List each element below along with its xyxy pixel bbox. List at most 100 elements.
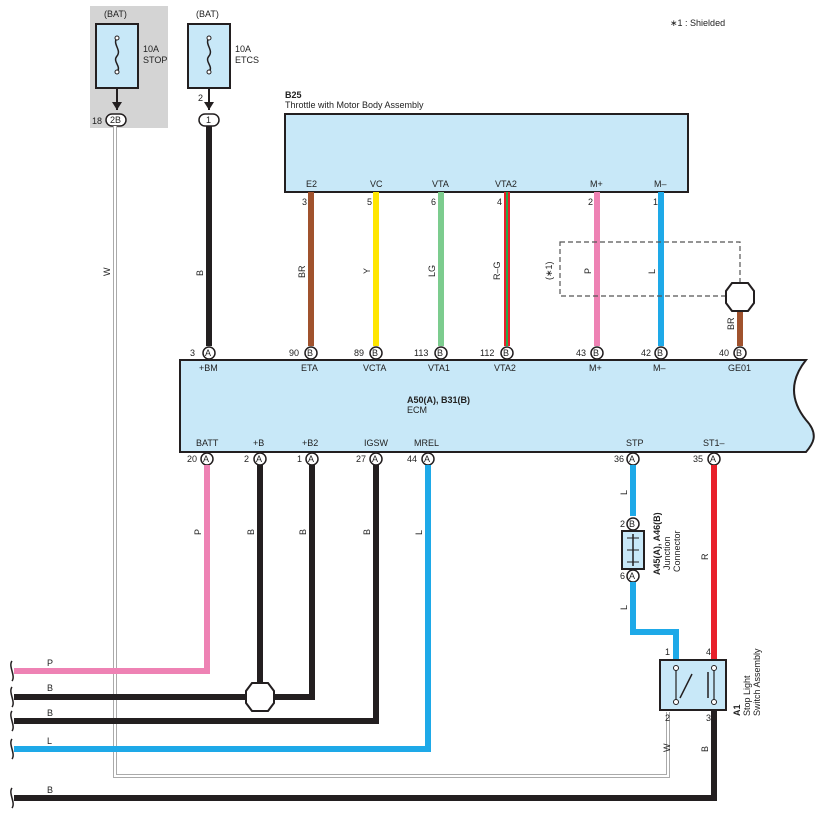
wire-st1-color: R xyxy=(700,553,710,560)
throttle-body-box xyxy=(284,113,689,193)
ecm-bot-name-4: MREL xyxy=(414,438,439,448)
ecm-top-pinnum-0: 3 xyxy=(190,348,195,358)
ecm-top-pinnum-4: 112 xyxy=(480,348,494,358)
ecm-top-name-3: VTA1 xyxy=(428,363,450,373)
ecm-bot-name-2: +B2 xyxy=(302,438,318,448)
ecm-top-name-6: M– xyxy=(653,363,666,373)
junction-name: Junction xyxy=(662,536,672,570)
throttle-pinnum-mminus: 1 xyxy=(653,197,658,207)
wire-igsw-color: B xyxy=(362,529,372,535)
ecm-top-name-7: GE01 xyxy=(728,363,751,373)
stop-fuse-source: (BAT) xyxy=(104,9,127,19)
ecm-bot-conn-3: A xyxy=(372,454,378,464)
wire-stp-upper-color: L xyxy=(619,490,629,495)
wire-igsw xyxy=(14,465,379,724)
etcs-fuse-rating: 10A xyxy=(235,44,251,54)
stop-fuse-symbol xyxy=(114,37,120,73)
wire-etcs-color: B xyxy=(195,270,205,276)
ecm-bot-conn-0: A xyxy=(203,454,209,464)
wire-vta2-color: R–G xyxy=(492,261,502,280)
etcs-fuse-conn-label: 1 xyxy=(206,115,211,125)
throttle-pin-vta2: VTA2 xyxy=(495,179,517,189)
ecm-bot-pinnum-0: 20 xyxy=(187,454,197,464)
ecm-top-pinnum-2: 89 xyxy=(354,348,364,358)
shield-ground-octagon xyxy=(725,282,755,312)
ecm-bottom-pins: 20 A 2 A 1 A 27 A 44 A 36 A 35 A xyxy=(187,452,721,466)
ecm-bot-name-6: ST1– xyxy=(703,438,725,448)
junction-name2: Connector xyxy=(672,530,682,572)
throttle-pinnum-e2: 3 xyxy=(302,197,307,207)
throttle-pin-vta: VTA xyxy=(432,179,449,189)
wire-vc-color: Y xyxy=(362,268,372,274)
switch-pin2: 2 xyxy=(665,713,670,723)
ecm-top-name-1: ETA xyxy=(301,363,318,373)
ecm-top-pinnum-3: 113 xyxy=(414,348,428,358)
stop-fuse-conn-label: 2B xyxy=(110,115,121,125)
ecm-bot-name-3: IGSW xyxy=(364,438,389,448)
junction-pin-top-conn: B xyxy=(629,519,635,529)
ecm-top-pins: 3 A 90 B 89 B 113 B 112 B 43 B 42 B 40 B xyxy=(190,346,747,360)
ecm-bot-pinnum-2: 1 xyxy=(297,454,302,464)
switch-name2: Switch Assembly xyxy=(752,648,762,716)
ecm-top-name-2: VCTA xyxy=(363,363,386,373)
wire-stop-color: W xyxy=(102,267,112,276)
junction-code: A45(A), A46(B) xyxy=(652,512,662,575)
wire-sw3 xyxy=(14,710,717,801)
wire-ge01-color: BR xyxy=(726,317,736,330)
ecm-bot-name-1: +B xyxy=(253,438,264,448)
etcs-fuse-source: (BAT) xyxy=(196,9,219,19)
switch-pin3: 3 xyxy=(706,713,711,723)
ecm-title: ECM xyxy=(407,405,427,415)
shield-box xyxy=(559,241,741,297)
left-wire-3: L xyxy=(47,736,52,746)
ecm-top-conn-3: B xyxy=(437,348,443,358)
ecm-top-conn-6: B xyxy=(657,348,663,358)
wire-mrel-color: L xyxy=(414,530,424,535)
throttle-pinnum-vta: 6 xyxy=(431,197,436,207)
ecm-top-pinnum-5: 43 xyxy=(576,348,586,358)
wire-sw2-color: W xyxy=(662,743,672,752)
ecm-top-pinnum-7: 40 xyxy=(719,348,729,358)
ecm-bot-pinnum-3: 27 xyxy=(356,454,366,464)
wire-batt xyxy=(14,465,210,674)
ecm-bot-conn-5: A xyxy=(629,454,635,464)
junction-pin-bot: 6 xyxy=(620,571,625,581)
left-wire-ends xyxy=(10,660,14,809)
etcs-fuse-pin: 2 xyxy=(198,93,203,103)
ecm-top-conn-5: B xyxy=(593,348,599,358)
shield-label: (∗1) xyxy=(544,261,554,280)
throttle-pinnum-mplus: 2 xyxy=(588,197,593,207)
ecm-bot-name-0: BATT xyxy=(196,438,219,448)
wire-plusb2 xyxy=(260,465,315,700)
throttle-pin-mplus: M+ xyxy=(590,179,603,189)
ecm-code: A50(A), B31(B) xyxy=(407,395,470,405)
wire-mminus-color: L xyxy=(647,269,657,274)
ecm-bot-pinnum-5: 36 xyxy=(614,454,624,464)
stop-fuse-pin: 18 xyxy=(92,116,102,126)
left-wire-1: B xyxy=(47,683,53,693)
wire-stop-w xyxy=(114,126,669,777)
ecm-top-pinnum-6: 42 xyxy=(641,348,651,358)
throttle-title: Throttle with Motor Body Assembly xyxy=(285,100,424,110)
wire-mrel xyxy=(14,465,431,752)
left-wire-2: B xyxy=(47,708,53,718)
ecm-bot-conn-6: A xyxy=(710,454,716,464)
shield-note: ∗1 : Shielded xyxy=(670,18,725,28)
throttle-pinnum-vta2: 4 xyxy=(497,197,502,207)
ecm-box xyxy=(179,359,815,453)
ecm-top-name-5: M+ xyxy=(589,363,602,373)
switch-name: Stop Light xyxy=(742,675,752,716)
ecm-bot-name-5: STP xyxy=(626,438,644,448)
etcs-fuse-name: ETCS xyxy=(235,55,259,65)
ecm-top-conn-1: B xyxy=(307,348,313,358)
ecm-bot-conn-1: A xyxy=(256,454,262,464)
wire-stp-lower-color: L xyxy=(619,605,629,610)
throttle-pin-vc: VC xyxy=(370,179,383,189)
wire-e2-color: BR xyxy=(297,265,307,278)
throttle-pin-e2: E2 xyxy=(306,179,317,189)
ecm-top-conn-4: B xyxy=(503,348,509,358)
ecm-bot-pinnum-1: 2 xyxy=(244,454,249,464)
throttle-pinnum-vc: 5 xyxy=(367,197,372,207)
throttle-code: B25 xyxy=(285,90,302,100)
left-wire-0: P xyxy=(47,658,53,668)
